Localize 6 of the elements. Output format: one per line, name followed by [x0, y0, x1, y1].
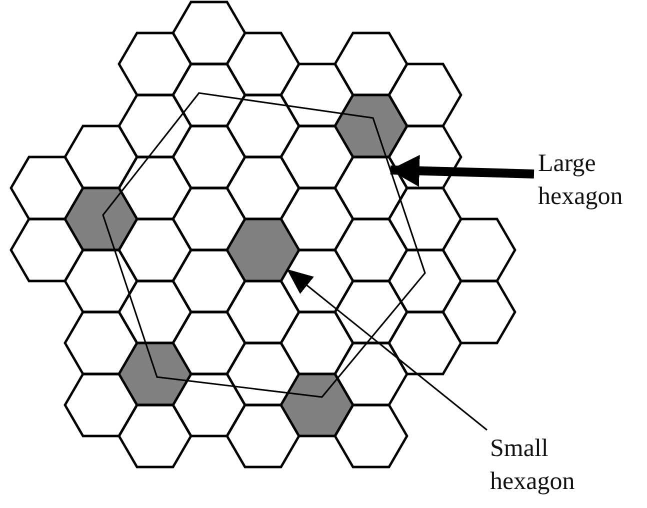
- callout-label: Small hexagon: [490, 432, 600, 498]
- callout-label: Large hexagon: [538, 147, 647, 213]
- large-hexagon-outline: [102, 92, 426, 398]
- shaded-hexagon: [226, 218, 300, 282]
- arrow: [389, 154, 534, 187]
- arrow: [286, 269, 488, 431]
